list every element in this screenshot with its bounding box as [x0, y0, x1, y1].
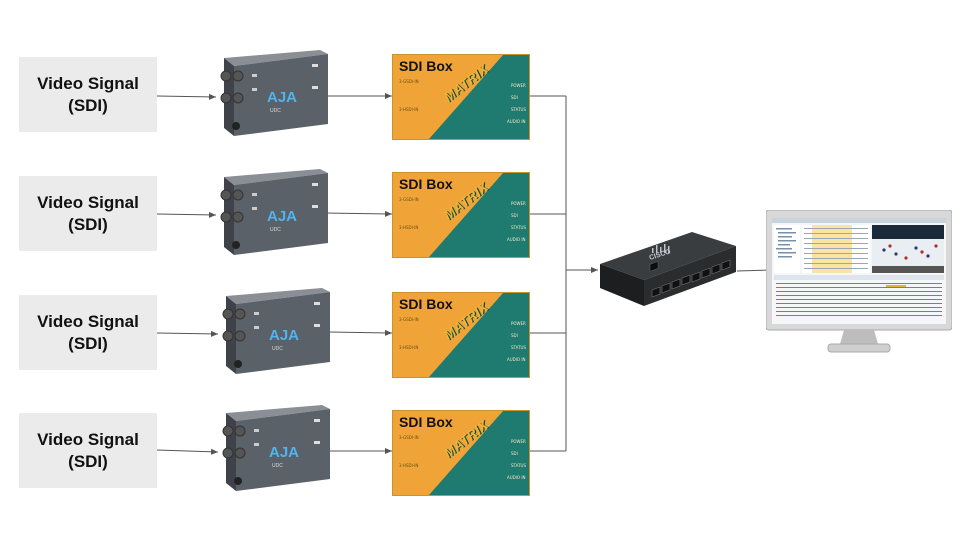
sdi-label-left: 3-GSDI-IN — [399, 79, 419, 84]
converter-brand-text: AJA — [269, 327, 299, 344]
converter-brand-text: AJA — [269, 444, 299, 461]
sdi-box-title: SDI Box — [399, 176, 453, 192]
video-signal-box-2: Video Signal(SDI) — [19, 176, 157, 251]
source-line2: (SDI) — [68, 333, 108, 353]
converter-model-text: UDC — [272, 463, 283, 469]
sdi-label-left: 3-HSDI-IN — [399, 463, 419, 468]
source-line1: Video Signal — [37, 73, 139, 93]
aja-converter-3: AJA UDC — [222, 288, 330, 374]
sdi-label-right: AUDIO IN — [507, 475, 526, 480]
sdi-box-4: SDI Box MATRIX 3-GSDI-IN 3-HSDI-IN POWER… — [392, 410, 530, 496]
sdi-box-panel — [393, 293, 529, 377]
sdi-label-right: SDI — [511, 95, 518, 100]
source-line2: (SDI) — [68, 95, 108, 115]
sdi-label-right: STATUS — [511, 345, 527, 350]
sdi-label-right: AUDIO IN — [507, 237, 526, 242]
monitor — [766, 210, 952, 353]
sdi-label-right: STATUS — [511, 225, 527, 230]
converter-model-text: UDC — [270, 227, 281, 233]
aja-converter-1: AJA UDC — [220, 50, 328, 136]
arrow-converter-to-sdi-3 — [328, 329, 393, 336]
converter-brand-text: AJA — [267, 89, 297, 106]
sdi-label-right: POWER — [511, 83, 526, 88]
converter-brand-text: AJA — [267, 208, 297, 225]
sdi-label-left: 3-GSDI-IN — [399, 317, 419, 322]
sdi-label-left: 3-GSDI-IN — [399, 197, 419, 202]
sdi-label-right: POWER — [511, 439, 526, 444]
source-line1: Video Signal — [37, 311, 139, 331]
sdi-label-right: POWER — [511, 201, 526, 206]
sdi-box-panel — [393, 55, 529, 139]
sdi-label-right: STATUS — [511, 107, 527, 112]
sdi-label-right: AUDIO IN — [507, 119, 526, 124]
aja-converter-2: AJA UDC — [220, 169, 328, 255]
sdi-label-right: SDI — [511, 451, 518, 456]
sdi-box-3: SDI Box MATRIX 3-GSDI-IN 3-HSDI-IN POWER… — [392, 292, 530, 378]
sdi-box-title: SDI Box — [399, 296, 453, 312]
sdi-box-2: SDI Box MATRIX 3-GSDI-IN 3-HSDI-IN POWER… — [392, 172, 530, 258]
source-line1: Video Signal — [37, 429, 139, 449]
sdi-box-panel — [393, 411, 529, 495]
sdi-box-title: SDI Box — [399, 414, 453, 430]
video-signal-box-3: Video Signal(SDI) — [19, 295, 157, 370]
video-signal-box-4: Video Signal(SDI) — [19, 413, 157, 488]
converter-model-text: UDC — [270, 108, 281, 114]
source-line2: (SDI) — [68, 451, 108, 471]
arrow-converter-to-sdi-2 — [323, 210, 393, 217]
sdi-label-right: SDI — [511, 333, 518, 338]
converter-model-text: UDC — [272, 346, 283, 352]
sdi-label-left: 3-HSDI-IN — [399, 345, 419, 350]
sdi-label-left: 3-HSDI-IN — [399, 225, 419, 230]
sdi-box-panel — [393, 173, 529, 257]
sdi-label-left: 3-GSDI-IN — [399, 435, 419, 440]
source-line1: Video Signal — [37, 192, 139, 212]
arrow-source-to-converter-3 — [156, 330, 219, 337]
cisco-logo-bars-icon — [652, 244, 670, 253]
sdi-label-left: 3-HSDI-IN — [399, 107, 419, 112]
arrow-source-to-converter-1 — [156, 93, 217, 100]
aja-converter-4: AJA UDC — [222, 405, 330, 491]
sdi-label-right: AUDIO IN — [507, 357, 526, 362]
sdi-label-right: SDI — [511, 213, 518, 218]
source-line2: (SDI) — [68, 214, 108, 234]
arrow-source-to-converter-4 — [156, 448, 219, 455]
network-switch: CISCO — [600, 232, 736, 306]
sdi-label-right: POWER — [511, 321, 526, 326]
arrow-source-to-converter-2 — [156, 211, 217, 218]
sdi-box-title: SDI Box — [399, 58, 453, 74]
sdi-label-right: STATUS — [511, 463, 527, 468]
video-signal-box-1: Video Signal(SDI) — [19, 57, 157, 132]
sdi-box-1: SDI Box MATRIX 3-GSDI-IN 3-HSDI-IN POWER… — [392, 54, 530, 140]
